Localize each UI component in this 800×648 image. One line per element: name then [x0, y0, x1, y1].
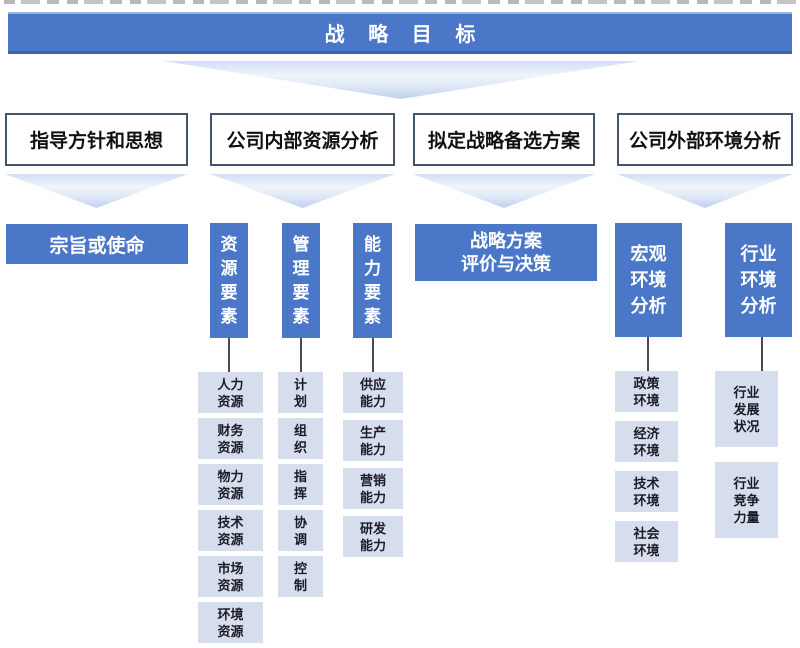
capability-elements-box: 能 力 要 素 [353, 223, 392, 338]
resource-list-item: 人力 资源 [198, 372, 263, 413]
resource-items-list: 人力 资源财务 资源物力 资源技术 资源市场 资源环境 资源 [198, 372, 263, 643]
capability-list-item: 生产 能力 [343, 420, 403, 461]
capability-list-item: 供应 能力 [343, 372, 403, 413]
evaluation-decision-box: 战略方案 评价与决策 [415, 224, 597, 281]
macro-items-list: 政策 环境经济 环境技术 环境社会 环境 [615, 371, 678, 562]
management-list-item: 控 制 [278, 556, 323, 597]
internal-resource-analysis-label: 公司内部资源分析 [226, 131, 379, 152]
capability-items-list: 供应 能力生产 能力营销 能力研发 能力 [343, 372, 403, 557]
external-environment-analysis-label: 公司外部环境分析 [628, 131, 781, 152]
resource-list-item: 市场 资源 [198, 556, 263, 597]
management-list-item: 指 挥 [278, 464, 323, 505]
down-arrow-external [617, 174, 793, 208]
macro-list-item: 政策 环境 [615, 371, 678, 412]
resource-elements-box: 资 源 要 素 [210, 223, 248, 338]
external-environment-analysis-box: 公司外部环境分析 [617, 113, 793, 166]
capability-list-item: 研发 能力 [343, 516, 403, 557]
connector-line-resource [228, 338, 230, 372]
cropped-text-fragments [4, 0, 796, 4]
strategic-alternatives-box: 拟定战略备选方案 [413, 113, 595, 166]
connector-line-industry [761, 337, 763, 372]
management-list-item: 组 织 [278, 418, 323, 459]
industry-list-item: 行业 发展 状况 [715, 371, 778, 447]
guiding-principles-label: 指导方针和思想 [29, 131, 163, 152]
resource-list-item: 技术 资源 [198, 510, 263, 551]
down-arrow-guiding [5, 174, 188, 208]
strategic-alternatives-label: 拟定战略备选方案 [427, 131, 580, 152]
macro-environment-box: 宏观 环境 分析 [615, 223, 682, 337]
industry-list-item: 行业 竞争 力量 [715, 462, 778, 538]
down-arrow-internal [210, 174, 395, 208]
resource-elements-label: 资 源 要 素 [220, 234, 238, 326]
down-arrow-alternatives [413, 174, 595, 208]
guiding-principles-box: 指导方针和思想 [5, 113, 188, 166]
macro-list-item: 社会 环境 [615, 521, 678, 562]
internal-resource-analysis-box: 公司内部资源分析 [210, 113, 395, 166]
management-list-item: 计 划 [278, 372, 323, 413]
connector-line-capability [372, 338, 374, 372]
management-elements-label: 管 理 要 素 [292, 234, 310, 326]
industry-environment-label: 行业 环境 分析 [740, 244, 777, 316]
mission-box: 宗旨或使命 [6, 224, 188, 264]
strategic-goal-label: 战 略 目 标 [324, 24, 485, 46]
connector-line-management [300, 338, 302, 372]
resource-list-item: 财务 资源 [198, 418, 263, 459]
industry-environment-box: 行业 环境 分析 [725, 223, 792, 337]
macro-list-item: 经济 环境 [615, 421, 678, 462]
macro-list-item: 技术 环境 [615, 471, 678, 512]
management-items-list: 计 划组 织指 挥协 调控 制 [278, 372, 323, 597]
resource-list-item: 环境 资源 [198, 602, 263, 643]
strategic-goal-banner: 战 略 目 标 [8, 12, 792, 54]
resource-list-item: 物力 资源 [198, 464, 263, 505]
evaluation-decision-label: 战略方案 评价与决策 [461, 230, 551, 274]
down-arrow-main [163, 61, 639, 99]
capability-list-item: 营销 能力 [343, 468, 403, 509]
connector-line-macro [647, 337, 649, 372]
management-elements-box: 管 理 要 素 [282, 223, 320, 338]
mission-label: 宗旨或使命 [49, 235, 145, 257]
management-list-item: 协 调 [278, 510, 323, 551]
capability-elements-label: 能 力 要 素 [364, 234, 381, 326]
industry-items-list: 行业 发展 状况行业 竞争 力量 [715, 371, 778, 538]
macro-environment-label: 宏观 环境 分析 [630, 244, 667, 316]
